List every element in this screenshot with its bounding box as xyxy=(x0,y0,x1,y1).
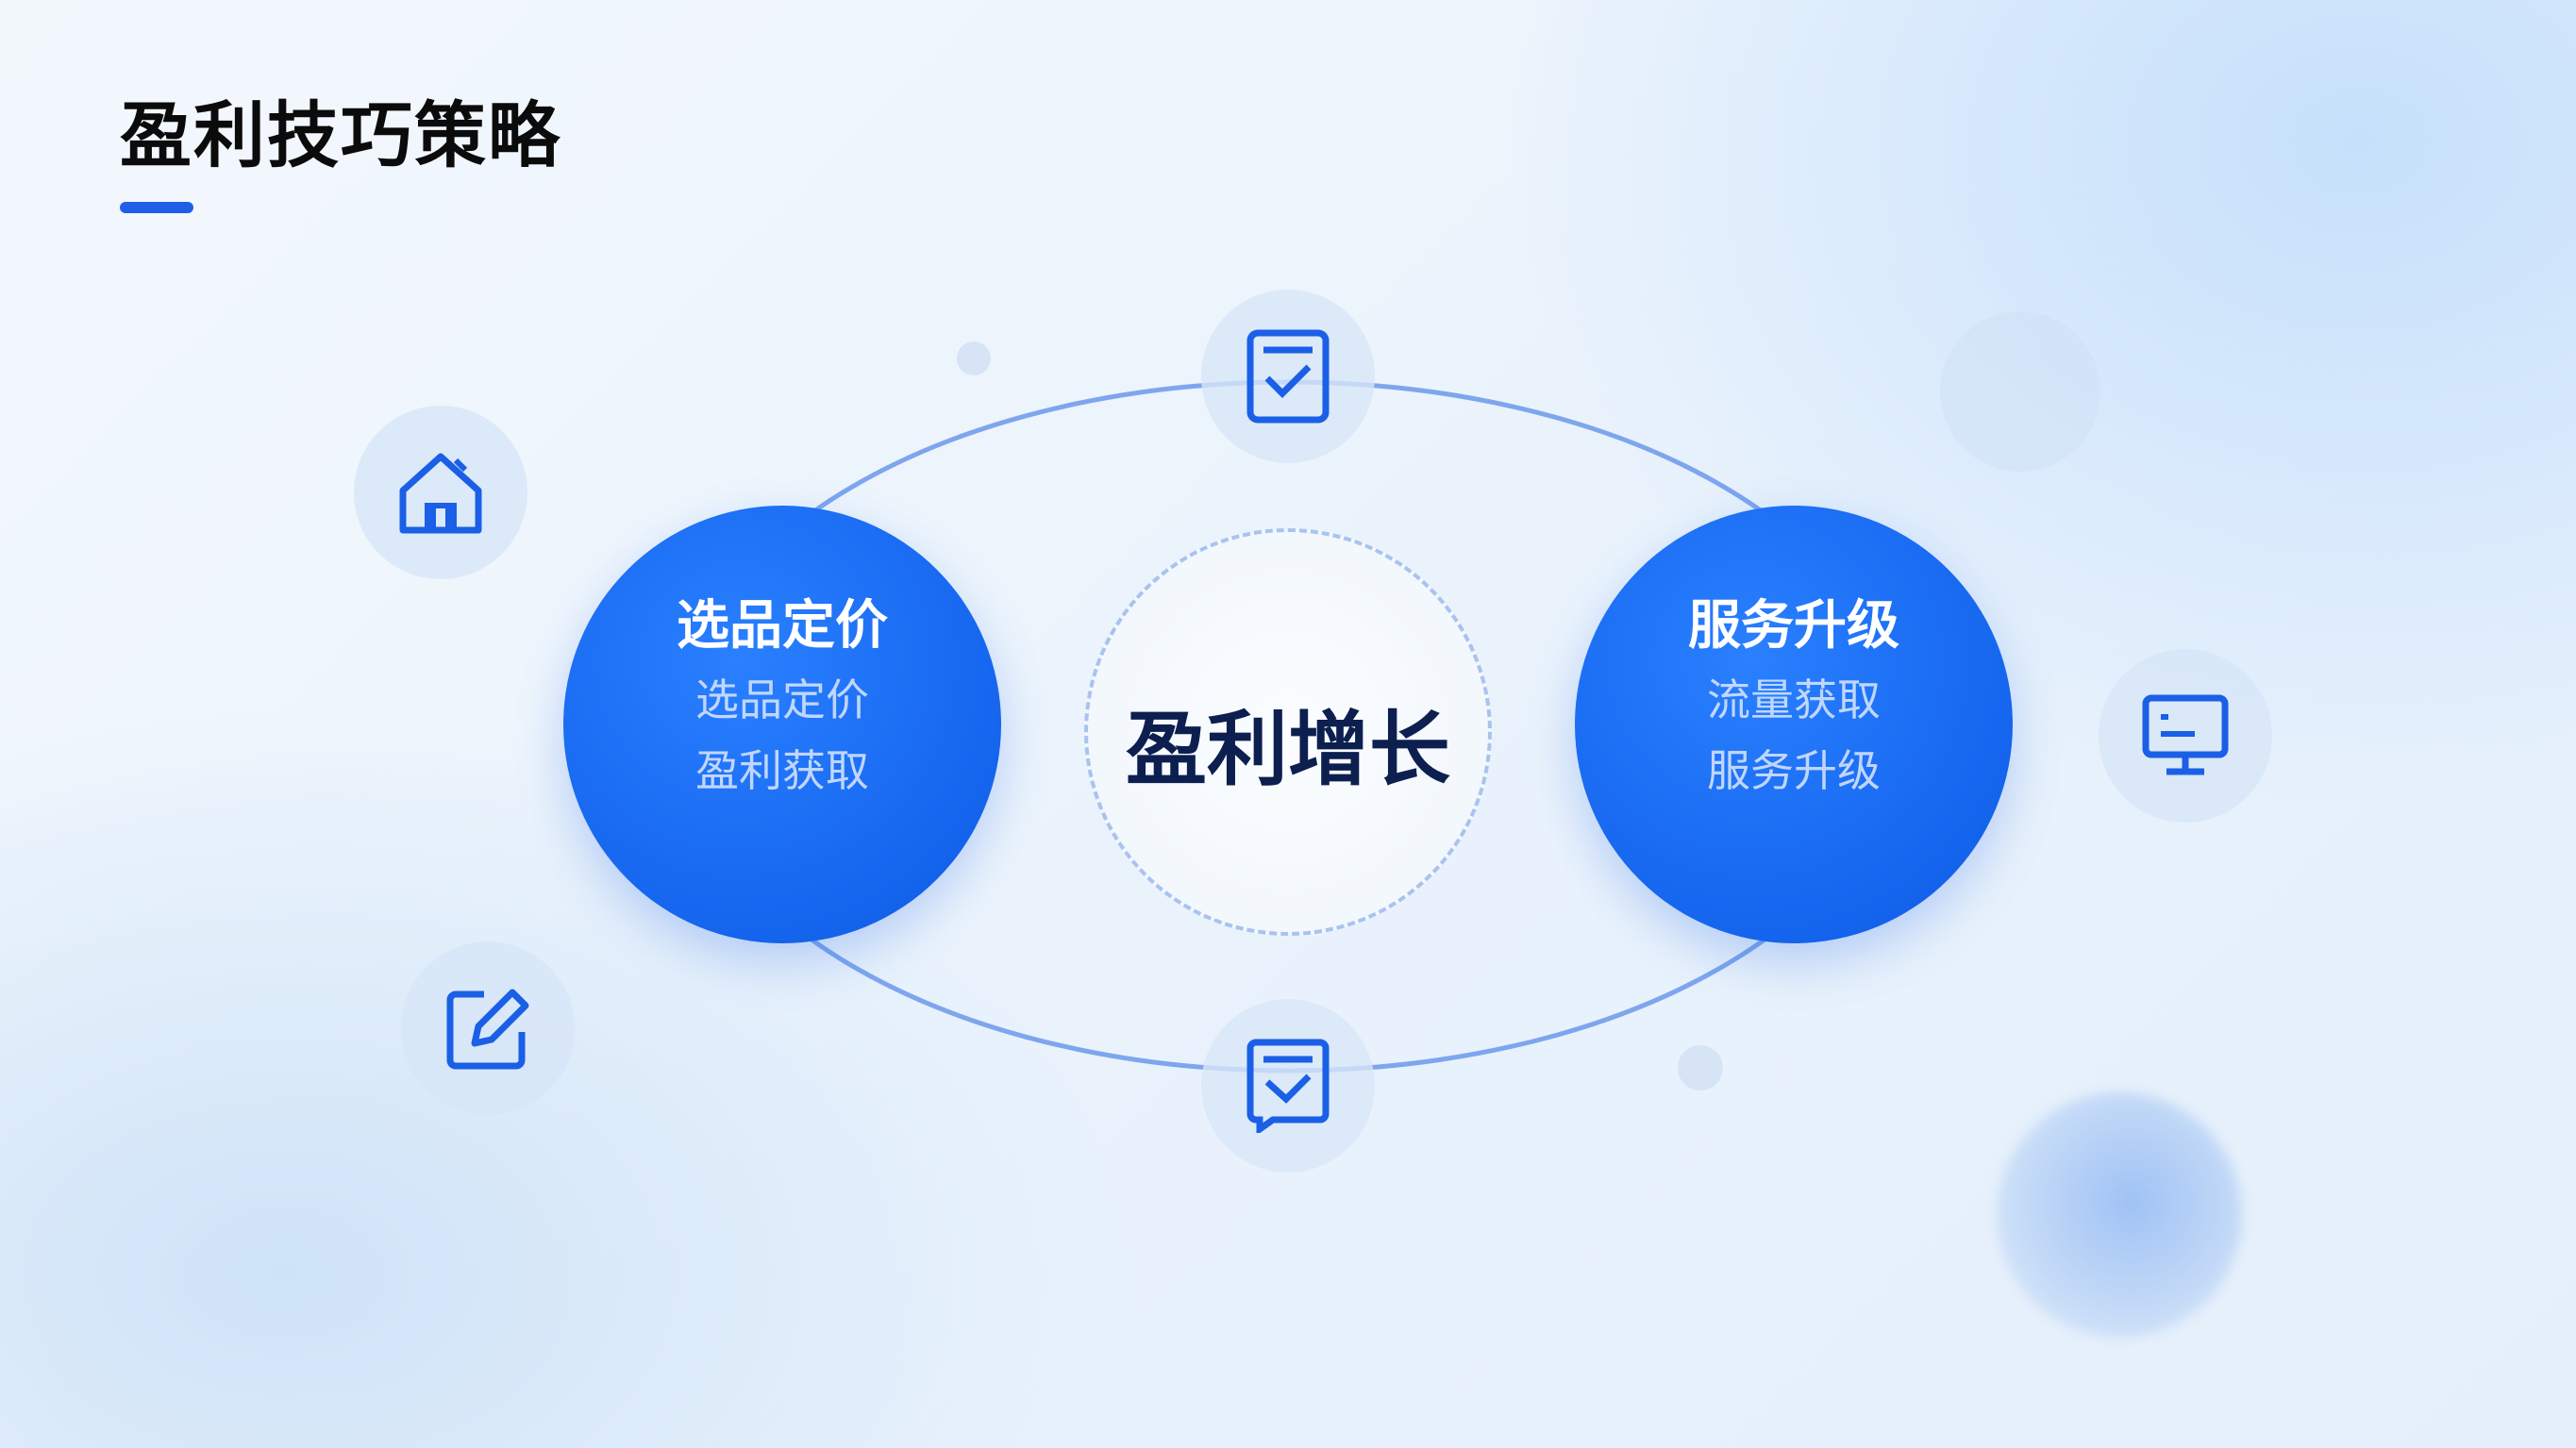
page-title: 盈利技巧策略 xyxy=(120,93,561,177)
center-label: 盈利增长 xyxy=(1126,703,1450,797)
title-underline xyxy=(120,202,193,213)
decor-dot xyxy=(1678,1045,1723,1090)
right-node-title: 服务升级 xyxy=(1688,595,1899,657)
monitor-icon xyxy=(2099,649,2272,823)
right-node-line: 服务升级 xyxy=(1707,745,1881,796)
left-node-title: 选品定价 xyxy=(677,595,888,657)
edit-icon xyxy=(401,941,575,1115)
home-icon xyxy=(354,406,527,579)
right-node-line: 流量获取 xyxy=(1707,674,1881,725)
left-node: 选品定价 选品定价 盈利获取 xyxy=(563,506,1001,943)
decor-bubble xyxy=(1940,311,2100,472)
center-circle: 盈利增长 xyxy=(1084,528,1492,936)
left-node-line: 盈利获取 xyxy=(695,745,869,796)
decor-sphere xyxy=(1997,1092,2242,1338)
checklist-icon-top xyxy=(1201,290,1375,463)
checklist-icon-bottom xyxy=(1201,999,1375,1173)
right-node: 服务升级 流量获取 服务升级 xyxy=(1575,506,2013,943)
decor-dot xyxy=(957,341,991,375)
left-node-line: 选品定价 xyxy=(695,674,869,725)
